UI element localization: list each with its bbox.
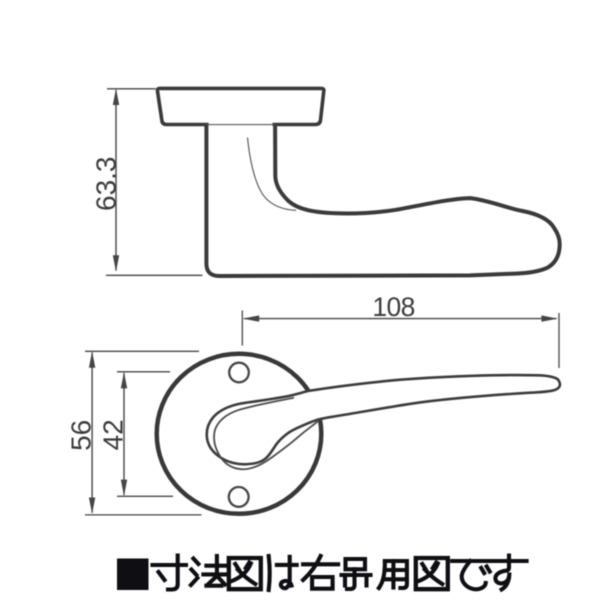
svg-text:56: 56 bbox=[66, 420, 97, 451]
svg-text:42: 42 bbox=[98, 419, 129, 450]
svg-text:63.3: 63.3 bbox=[90, 157, 121, 212]
svg-text:108: 108 bbox=[372, 292, 414, 322]
